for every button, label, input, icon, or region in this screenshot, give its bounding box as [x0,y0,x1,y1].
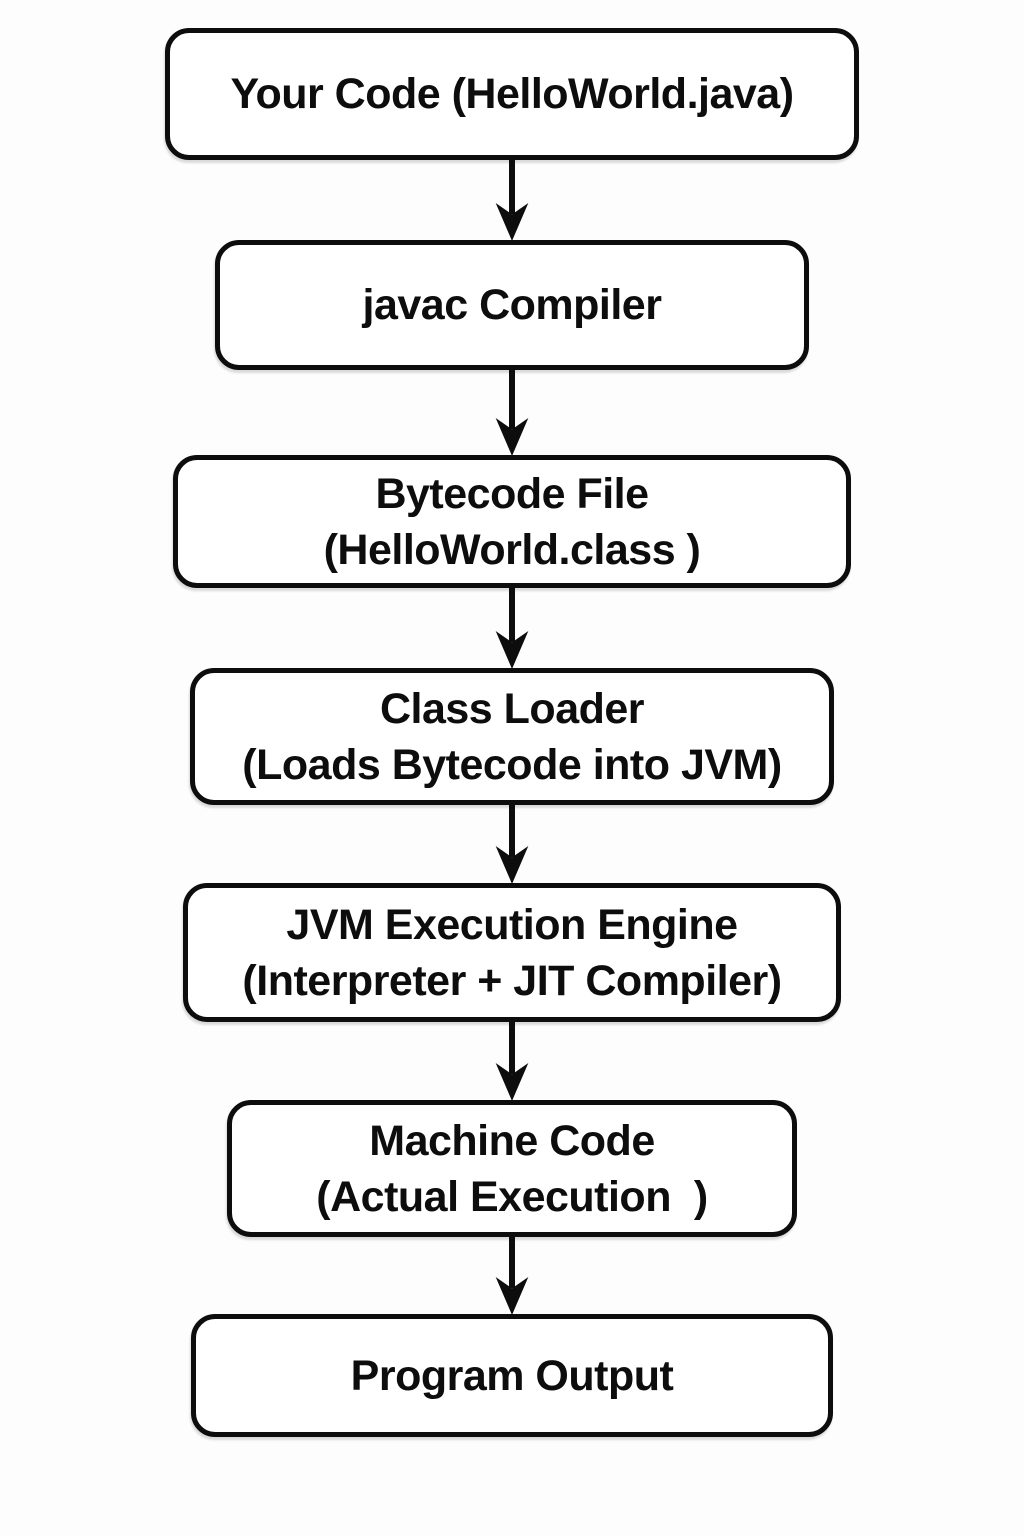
flow-node-your-code: Your Code (HelloWorld.java) [165,28,859,160]
node-label: Program Output [350,1351,674,1400]
node-label: javac Compiler [362,281,662,329]
node-label: Bytecode File [375,469,649,518]
arrow-shaft [509,159,515,214]
arrow-shaft [509,804,515,857]
flow-arrow-machinecode-to-output [495,1236,529,1315]
flow-arrow-compiler-to-bytecode [495,369,529,456]
node-label: JVM Execution Engine [286,900,738,949]
flow-arrow-bytecode-to-classloader [495,587,529,669]
flow-node-machine-code: Machine Code (Actual Execution ) [227,1100,797,1237]
node-label: Machine Code [369,1116,655,1165]
flow-node-program-output: Program Output [191,1314,833,1437]
flow-node-bytecode-file: Bytecode File (HelloWorld.class ) [173,455,851,588]
arrow-shaft [509,1021,515,1074]
node-sublabel: (Actual Execution ) [316,1172,708,1221]
arrow-shaft [509,587,515,642]
flow-arrow-code-to-compiler [495,159,529,241]
node-sublabel: (Interpreter + JIT Compiler) [242,956,782,1005]
node-label: Class Loader [379,684,645,733]
node-sublabel: (HelloWorld.class ) [323,525,701,574]
flow-node-javac-compiler: javac Compiler [215,240,809,370]
flow-arrow-engine-to-machinecode [495,1021,529,1101]
flow-arrow-classloader-to-engine [495,804,529,884]
arrow-shaft [509,1236,515,1288]
flow-node-class-loader: Class Loader (Loads Bytecode into JVM) [190,668,834,805]
arrow-shaft [509,369,515,429]
flow-node-jvm-execution-engine: JVM Execution Engine (Interpreter + JIT … [183,883,841,1022]
node-label: Your Code (HelloWorld.java) [230,70,794,118]
node-sublabel: (Loads Bytecode into JVM) [242,740,782,789]
